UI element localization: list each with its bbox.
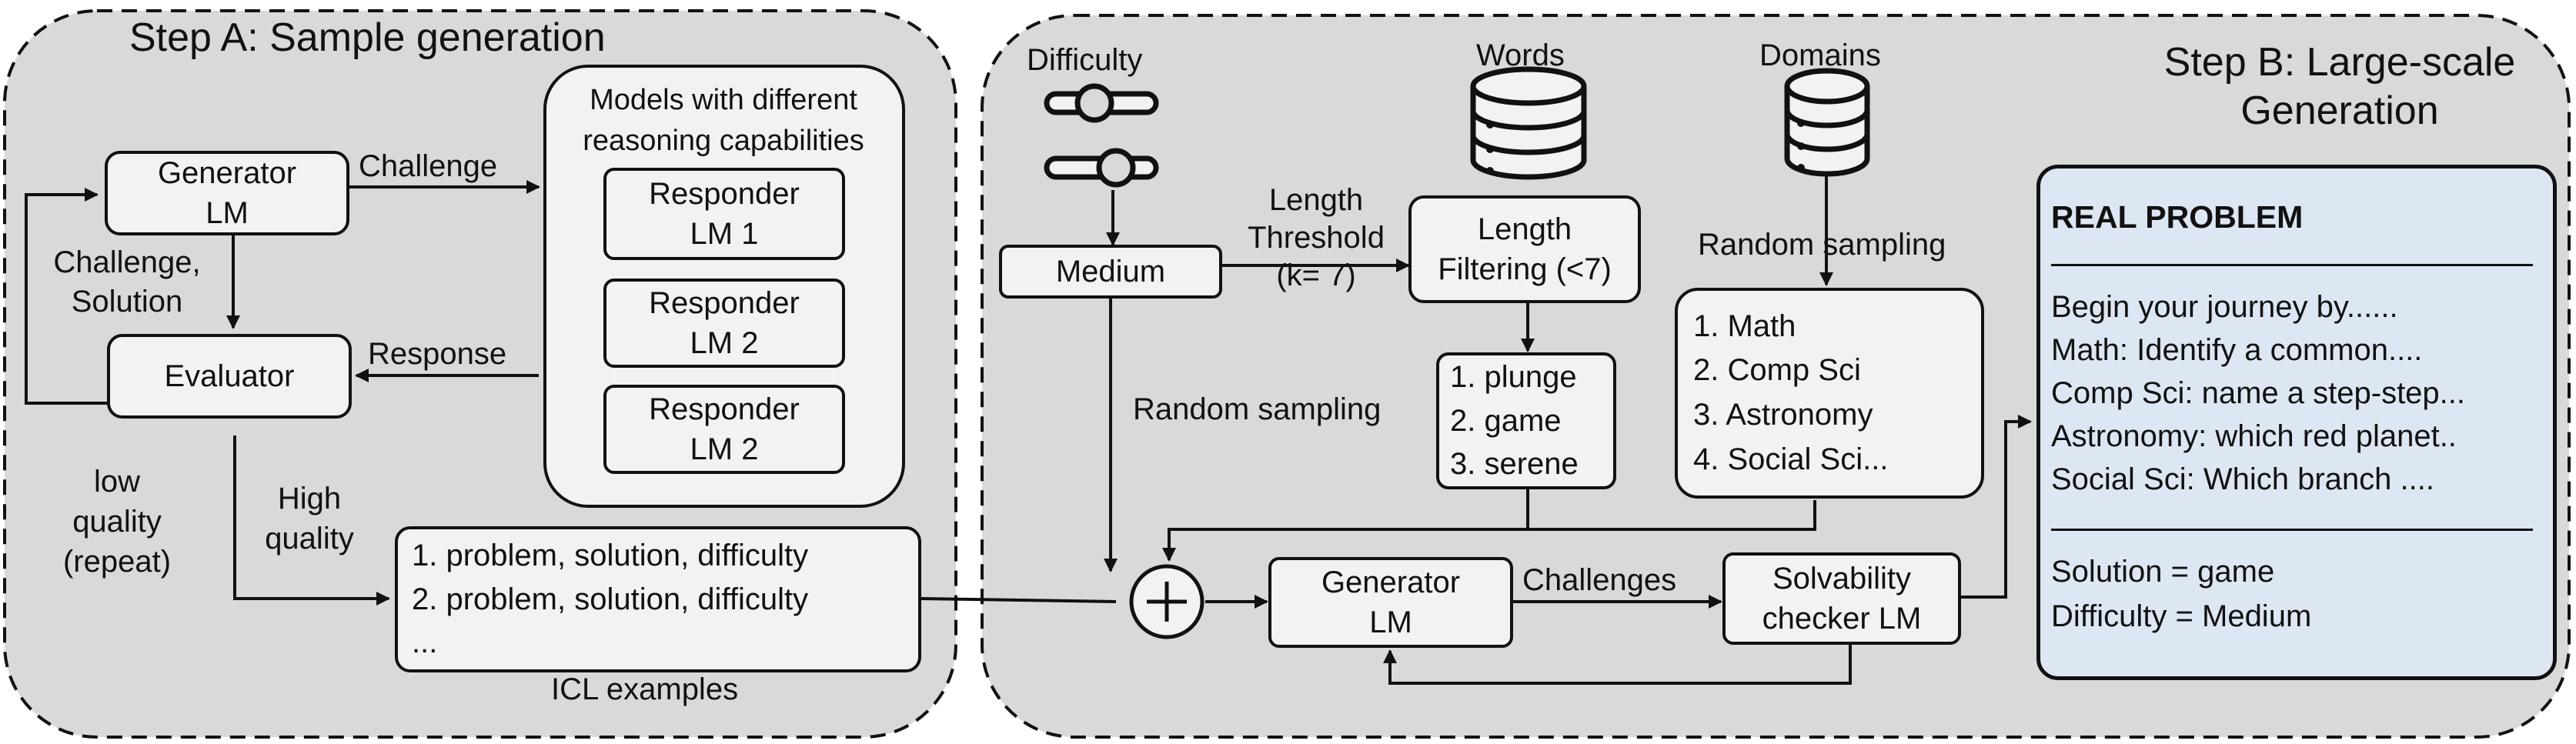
challenges-label: Challenges bbox=[1522, 563, 1677, 597]
length-filtering-box: Length Filtering (<7) bbox=[1408, 195, 1641, 303]
models-group-title-line: reasoning capabilities bbox=[583, 125, 864, 158]
models-group-title: Models with different reasoning capabili… bbox=[562, 80, 885, 162]
low-quality-label: low quality (repeat) bbox=[40, 462, 194, 582]
slider-icon bbox=[1044, 83, 1159, 188]
words-label: Words bbox=[1476, 38, 1565, 72]
generator-lm-2-box: Generator LM bbox=[1268, 557, 1513, 648]
problem-line: Astronomy: which red planet.. bbox=[2051, 419, 2457, 453]
generator-2-label: Generator bbox=[1321, 566, 1461, 599]
evaluator-box: Evaluator bbox=[107, 334, 352, 419]
domain-item: 2. Comp Sci bbox=[1693, 353, 1861, 388]
problem-line: Math: Identify a common.... bbox=[2051, 333, 2423, 367]
length-threshold-line: Length bbox=[1268, 183, 1364, 217]
database-icon bbox=[1784, 68, 1870, 177]
models-group-title-line: Models with different bbox=[590, 84, 857, 116]
length-filtering-label: Length bbox=[1477, 212, 1572, 246]
real-problem-card: REAL PROBLEM Begin your journey by......… bbox=[2036, 165, 2557, 680]
domains-list-box: 1. Math 2. Comp Sci 3. Astronomy 4. Soci… bbox=[1675, 288, 1984, 499]
icl-examples-box: 1. problem, solution, difficulty 2. prob… bbox=[395, 526, 921, 672]
challenge-solution-line: Challenge, bbox=[53, 245, 201, 279]
responder-label: Responder bbox=[649, 286, 800, 320]
problem-line: Comp Sci: name a step-step... bbox=[2051, 376, 2466, 410]
responder-lm-1-box: Responder LM 1 bbox=[603, 168, 845, 260]
domains-label: Domains bbox=[1759, 38, 1881, 72]
solvability-checker-box: Solvability checker LM bbox=[1722, 552, 1961, 645]
high-quality-label: High quality bbox=[240, 479, 379, 559]
length-filtering-label: Filtering (<7) bbox=[1438, 252, 1612, 286]
responder-label: Responder bbox=[649, 177, 800, 211]
step-b-title: Step B: Large-scale Generation bbox=[2132, 38, 2548, 136]
words-list-box: 1. plunge 2. game 3. serene bbox=[1436, 352, 1616, 489]
generator-2-label: LM bbox=[1369, 606, 1412, 639]
generator-lm-box: Generator LM bbox=[105, 151, 349, 235]
icl-examples-caption: ICL examples bbox=[551, 672, 739, 706]
challenge-label: Challenge bbox=[359, 149, 498, 183]
challenge-solution-line: Solution bbox=[71, 285, 183, 319]
domain-item: 3. Astronomy bbox=[1693, 398, 1873, 432]
response-label: Response bbox=[368, 337, 507, 371]
length-threshold-line: (k= 7) bbox=[1276, 258, 1356, 292]
medium-box: Medium bbox=[999, 245, 1222, 299]
divider bbox=[2051, 264, 2533, 266]
icl-example-item: 1. problem, solution, difficulty bbox=[412, 538, 809, 572]
step-a-title: Step A: Sample generation bbox=[129, 15, 606, 60]
length-threshold-label: Length Threshold (k= 7) bbox=[1224, 182, 1408, 294]
responder-lm-3-box: Responder LM 2 bbox=[603, 385, 845, 474]
high-quality-line: High bbox=[277, 482, 342, 515]
divider bbox=[2051, 529, 2533, 531]
responder-label: LM 2 bbox=[690, 432, 759, 466]
domain-item: 4. Social Sci... bbox=[1693, 442, 1889, 476]
responder-label: Responder bbox=[649, 392, 800, 426]
icl-example-item: ... bbox=[412, 626, 438, 660]
low-quality-line: (repeat) bbox=[62, 545, 172, 579]
solvability-label: checker LM bbox=[1762, 602, 1922, 636]
high-quality-line: quality bbox=[265, 522, 354, 555]
word-item: 1. plunge bbox=[1450, 359, 1577, 394]
difficulty-line: Difficulty = Medium bbox=[2051, 599, 2312, 633]
problem-line: Begin your journey by...... bbox=[2051, 290, 2398, 324]
plus-circle-icon bbox=[1129, 564, 1204, 639]
solvability-label: Solvability bbox=[1772, 562, 1912, 596]
domain-item: 1. Math bbox=[1693, 309, 1796, 343]
icl-example-item: 2. problem, solution, difficulty bbox=[412, 582, 809, 616]
difficulty-label: Difficulty bbox=[1027, 43, 1143, 77]
problem-line: Social Sci: Which branch .... bbox=[2051, 462, 2434, 496]
low-quality-line: low bbox=[93, 465, 141, 499]
length-threshold-line: Threshold bbox=[1248, 220, 1385, 255]
responder-label: LM 1 bbox=[690, 217, 759, 251]
responder-label: LM 2 bbox=[690, 326, 759, 360]
step-b-title-line: Step B: Large-scale bbox=[2163, 40, 2516, 85]
random-sampling-words-label: Random sampling bbox=[1133, 392, 1382, 426]
random-sampling-domains-label: Random sampling bbox=[1698, 228, 1946, 262]
challenge-solution-label: Challenge, Solution bbox=[38, 243, 216, 322]
word-item: 3. serene bbox=[1450, 447, 1579, 482]
responder-lm-2-box: Responder LM 2 bbox=[603, 279, 845, 368]
generator-label: LM bbox=[205, 196, 249, 230]
real-problem-heading: REAL PROBLEM bbox=[2051, 199, 2304, 235]
low-quality-line: quality bbox=[72, 505, 162, 539]
step-b-title-line: Generation bbox=[2240, 88, 2439, 134]
generator-label: Generator bbox=[157, 156, 297, 190]
word-item: 2. game bbox=[1450, 403, 1562, 438]
database-icon bbox=[1470, 66, 1587, 180]
solution-line: Solution = game bbox=[2051, 555, 2275, 589]
